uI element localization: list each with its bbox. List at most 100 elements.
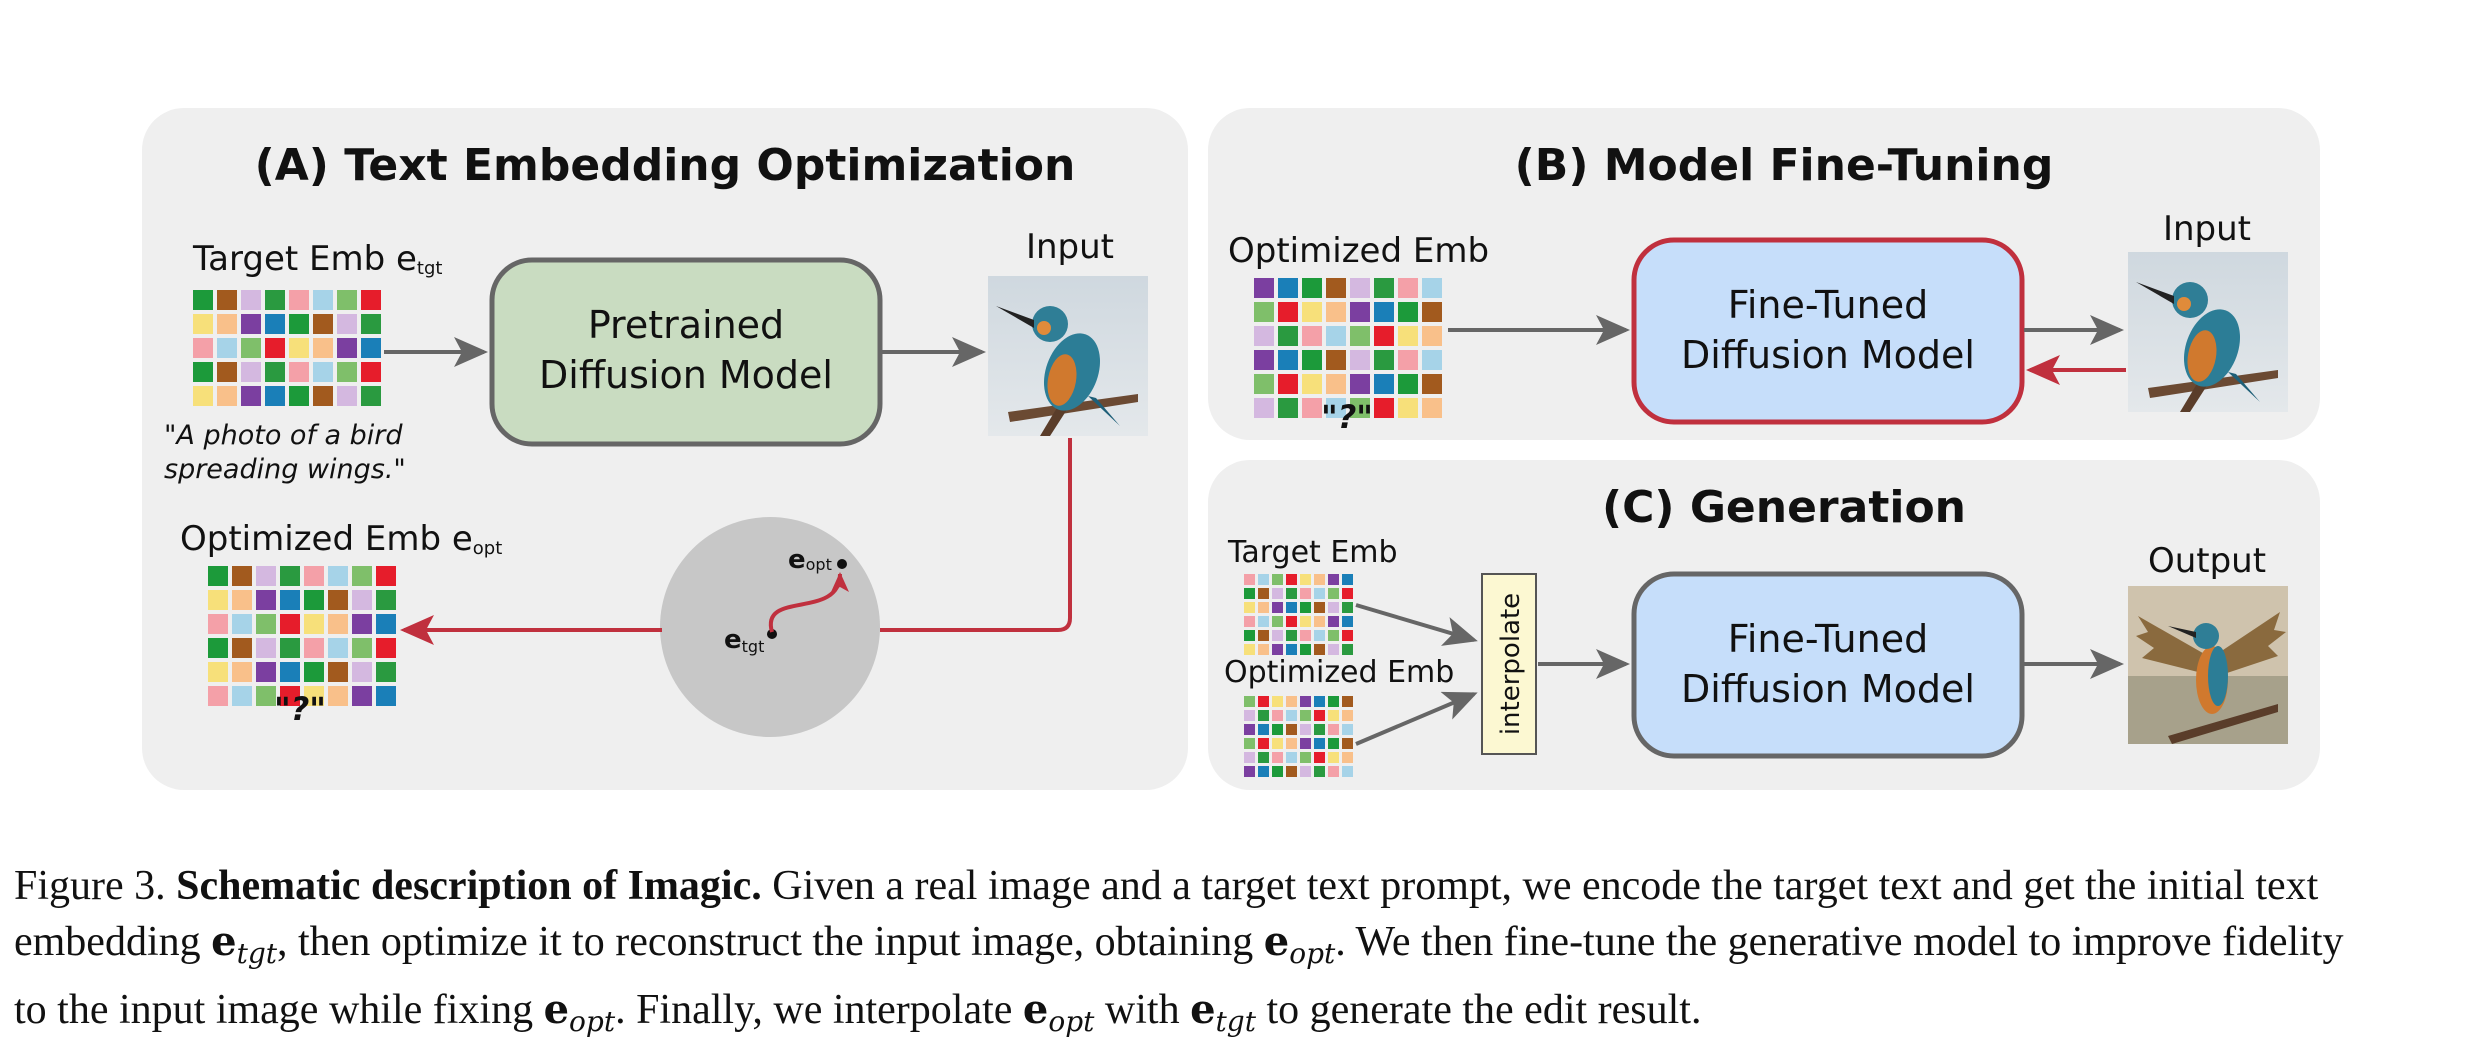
embedding-cell [352, 662, 372, 682]
target-embedding-grid-c [1244, 574, 1353, 655]
embedding-cell [1314, 602, 1325, 613]
embedding-cell [1422, 374, 1442, 394]
embedding-cell [1398, 398, 1418, 418]
embedding-cell [328, 686, 348, 706]
embedding-cell [1314, 574, 1325, 585]
embedding-cell [256, 662, 276, 682]
arrow-target-to-interpolate [1355, 603, 1478, 646]
embedding-cell [1258, 724, 1269, 735]
embedding-cell [256, 614, 276, 634]
embedding-cell [289, 362, 309, 382]
embedding-cell [337, 290, 357, 310]
embedding-cell [208, 686, 228, 706]
embedding-cell [265, 386, 285, 406]
panel-c-title: (C) Generation [1602, 482, 1966, 533]
pretrained-model-line1: Pretrained [588, 303, 784, 347]
panel-c: (C) Generation Target Emb Optimized Emb … [1208, 460, 2320, 790]
embedding-cell [1326, 278, 1346, 298]
embedding-cell [241, 314, 261, 334]
panel-a: (A) Text Embedding Optimization Target E… [142, 108, 1188, 790]
embedding-cell [376, 662, 396, 682]
embedding-cell [1258, 738, 1269, 749]
embedding-cell [1342, 616, 1353, 627]
math-e: e [1263, 918, 1290, 965]
embedding-cell [328, 590, 348, 610]
embedding-cell [1300, 766, 1311, 777]
embedding-cell [1258, 644, 1269, 655]
embedding-cell [304, 590, 324, 610]
embedding-cell [1272, 630, 1283, 641]
embedding-cell [1258, 696, 1269, 707]
finetuned-model-b-line1: Fine-Tuned [1728, 283, 1928, 327]
embedding-cell [1300, 588, 1311, 599]
output-bird-image [2128, 586, 2288, 744]
embedding-cell [376, 638, 396, 658]
embedding-cell [1258, 766, 1269, 777]
embedding-cell [1254, 398, 1274, 418]
embedding-cell [1258, 602, 1269, 613]
red-path-input-to-circle [880, 438, 1072, 632]
embedding-cell [193, 338, 213, 358]
caption-bold-title: Schematic description of Imagic. [176, 863, 762, 909]
embedding-cell [1374, 302, 1394, 322]
e-opt-circle-label: eopt [788, 545, 832, 575]
finetuned-diffusion-model-box-b [1631, 237, 2025, 425]
embedding-cell [1328, 752, 1339, 763]
embedding-cell [1286, 602, 1297, 613]
optimized-emb-label-b: Optimized Emb [1228, 231, 1489, 271]
embedding-cell [1314, 644, 1325, 655]
target-embedding-grid [193, 290, 381, 406]
embedding-cell [1350, 398, 1370, 418]
embedding-cell [1302, 326, 1322, 346]
embedding-cell [241, 386, 261, 406]
embedding-cell [1278, 398, 1298, 418]
embedding-cell [1314, 616, 1325, 627]
embedding-cell [361, 314, 381, 334]
embedding-cell [1244, 752, 1255, 763]
caption-text-3c: with [1104, 987, 1180, 1033]
embedding-cell [1374, 374, 1394, 394]
embedding-cell [217, 362, 237, 382]
embedding-cell [217, 314, 237, 334]
embedding-cell [1278, 374, 1298, 394]
embedding-cell [256, 638, 276, 658]
imagic-schematic-figure: (A) Text Embedding Optimization Target E… [142, 108, 2320, 790]
embedding-cell [1328, 738, 1339, 749]
input-bird-image-b [2128, 252, 2288, 412]
embedding-cell [1350, 278, 1370, 298]
finetuned-model-c-line2: Diffusion Model [1681, 667, 1975, 711]
embedding-cell [1302, 278, 1322, 298]
embedding-cell [1302, 302, 1322, 322]
math-e: e [1190, 986, 1216, 1033]
embedding-cell [280, 590, 300, 610]
finetuned-model-c-line1: Fine-Tuned [1728, 617, 1928, 661]
embedding-cell [376, 590, 396, 610]
question-mark-b: "?" [1321, 398, 1373, 436]
embedding-cell [1350, 302, 1370, 322]
optimized-emb-label-c: Optimized Emb [1224, 655, 1454, 690]
caption-text-3d: to generate the edit result. [1266, 987, 1702, 1033]
embedding-cell [1300, 616, 1311, 627]
embedding-cell [1314, 766, 1325, 777]
embedding-cell [1398, 302, 1418, 322]
embedding-cell [328, 614, 348, 634]
embedding-cell [1272, 724, 1283, 735]
embedding-cell [1272, 644, 1283, 655]
embedding-cell [1272, 696, 1283, 707]
caption-text-3a: to the input image while fixing [14, 987, 534, 1033]
embedding-cell [193, 314, 213, 334]
embedding-cell [193, 362, 213, 382]
embedding-cell [208, 566, 228, 586]
embedding-cell [241, 362, 261, 382]
input-label-a: Input [1026, 227, 1114, 267]
embedding-cell [1278, 278, 1298, 298]
embedding-cell [1244, 574, 1255, 585]
prompt-text-line1: "A photo of a bird [164, 420, 403, 451]
target-emb-label-c: Target Emb [1227, 535, 1398, 570]
caption-text-2c: . We then fine-tune the generative model… [1335, 919, 2344, 965]
math-sub-tgt: tgt [1215, 1005, 1256, 1038]
e-tgt-circle-label: etgt [724, 625, 764, 656]
embedding-cell [265, 290, 285, 310]
embedding-cell [1254, 302, 1274, 322]
panel-a-title: (A) Text Embedding Optimization [255, 140, 1076, 191]
